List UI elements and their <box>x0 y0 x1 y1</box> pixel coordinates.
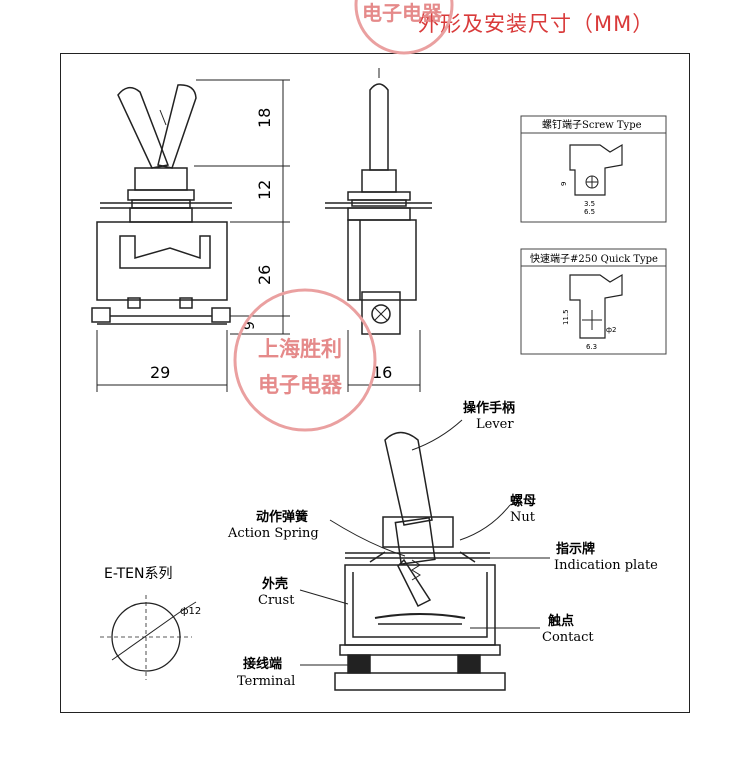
quick-v2: ф2 <box>606 326 616 334</box>
dim-9: 9 <box>242 321 258 330</box>
page-title: 外形及安装尺寸（MM） <box>418 12 655 36</box>
watermark-center: 上海胜利 电子电器 <box>233 288 377 432</box>
spring-label-en: Action Spring <box>227 526 319 541</box>
dim-26: 26 <box>255 265 274 285</box>
plate-label-en: Indication plate <box>554 558 658 573</box>
watermark-line2: 电子电器 <box>258 373 343 397</box>
quick-v63: 6.3 <box>586 343 597 351</box>
watermark-top: 电子电器 <box>354 0 454 55</box>
side-view <box>325 68 432 335</box>
quick-v115: 11.5 <box>562 309 570 325</box>
cutaway-view <box>334 431 506 691</box>
plate-label-cn: 指示牌 <box>556 541 595 557</box>
dim-16: 16 <box>372 363 392 382</box>
lever-label-cn: 操作手柄 <box>463 400 515 416</box>
front-view <box>91 84 232 325</box>
hole-dim: ф12 <box>180 606 201 617</box>
callout-leaders <box>299 419 550 666</box>
dim-18: 18 <box>255 108 274 128</box>
nut-label-cn: 螺母 <box>510 493 536 509</box>
lever-label-en: Lever <box>476 417 514 432</box>
dim-12: 12 <box>255 180 274 200</box>
terminal-label-en: Terminal <box>237 674 295 689</box>
watermark-top-text: 电子电器 <box>362 1 443 25</box>
series-label: E-TEN系列 <box>104 566 172 582</box>
watermark-line1: 上海胜利 <box>258 337 342 361</box>
contact-label-en: Contact <box>542 630 594 645</box>
contact-label-cn: 触点 <box>547 613 574 629</box>
drawing-frame <box>60 53 690 713</box>
crust-label-cn: 外壳 <box>261 576 288 592</box>
terminal-label-cn: 接线端 <box>243 656 282 672</box>
screw-v9: 9 <box>560 182 568 186</box>
screw-type-box: 螺钉端子Screw Type 9 3.5 6.5 <box>520 115 667 223</box>
dimension-lines <box>96 79 421 392</box>
screw-type-title: 螺钉端子Screw Type <box>542 118 642 131</box>
crust-label-en: Crust <box>258 593 295 608</box>
quick-type-box: 快速端子#250 Quick Type 11.5 ф2 6.3 <box>520 248 667 355</box>
quick-type-title: 快速端子#250 Quick Type <box>530 252 658 265</box>
spring-label-cn: 动作弹簧 <box>256 509 308 525</box>
nut-label-en: Nut <box>510 510 536 525</box>
mounting-hole <box>100 595 197 680</box>
screw-v65: 6.5 <box>584 208 595 216</box>
screw-v35: 3.5 <box>584 200 595 208</box>
dim-29: 29 <box>150 363 170 382</box>
